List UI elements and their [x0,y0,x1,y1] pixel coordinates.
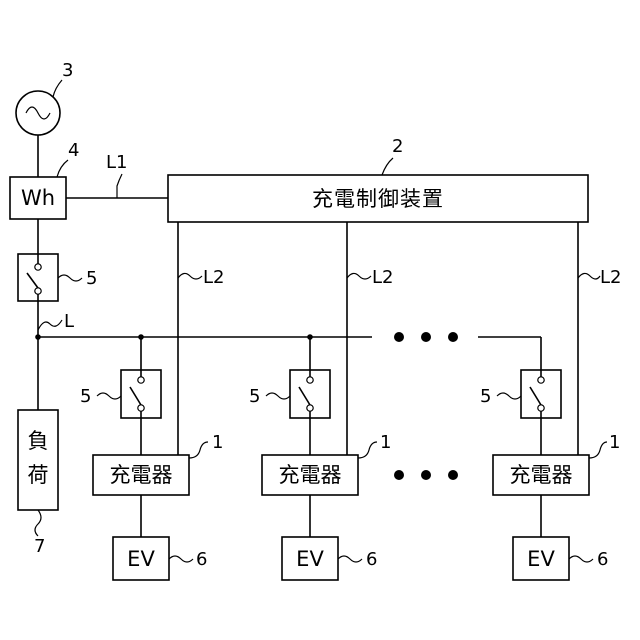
bus-ellipsis [394,332,458,342]
charger-switch-ref: 5 [249,386,260,407]
line-l2-label: L2 [600,267,621,288]
main-switch-ref: 5 [86,268,97,289]
charge-controller: 充電制御装置 2 [168,136,588,222]
charger-label: 充電器 [510,463,573,487]
wh-meter: Wh 4 [10,140,79,219]
charger-ref: 1 [609,432,620,453]
load-ref: 7 [34,536,45,557]
ev-label: EV [296,547,324,571]
ac-source: 3 [16,60,73,135]
charger-unit-3: L2 5 充電器 1 EV 6 [480,222,621,580]
charger-ellipsis [394,470,458,480]
wh-meter-ref: 4 [68,140,79,161]
main-switch: 5 [18,254,97,301]
bus-line-l-label: L [64,311,74,332]
charge-controller-ref: 2 [392,136,403,157]
bus-line-l-leader [38,320,62,330]
wh-meter-label: Wh [21,186,55,210]
charger-ref: 1 [380,432,391,453]
load-label-bottom: 荷 [28,463,49,487]
line-l2-label: L2 [372,267,393,288]
ev-ref: 6 [366,549,377,570]
ev-label: EV [527,547,555,571]
ev-ref: 6 [597,549,608,570]
ev-ref: 6 [196,549,207,570]
charger-label: 充電器 [110,463,173,487]
line-l1-leader [117,174,122,198]
load: 負 荷 7 [18,410,58,557]
charger-ref: 1 [212,432,223,453]
charger-label: 充電器 [279,463,342,487]
line-l2-label: L2 [203,267,224,288]
charger-unit-1: L2 5 充電器 1 EV 6 [80,222,224,580]
ev-label: EV [127,547,155,571]
line-l1-label: L1 [106,152,127,173]
charger-switch-ref: 5 [80,386,91,407]
charger-switch-ref: 5 [480,386,491,407]
charger-unit-2: L2 5 充電器 1 EV 6 [249,222,393,580]
load-label-top: 負 [28,429,49,453]
ac-source-ref: 3 [62,60,73,81]
charge-controller-label: 充電制御装置 [312,187,444,211]
